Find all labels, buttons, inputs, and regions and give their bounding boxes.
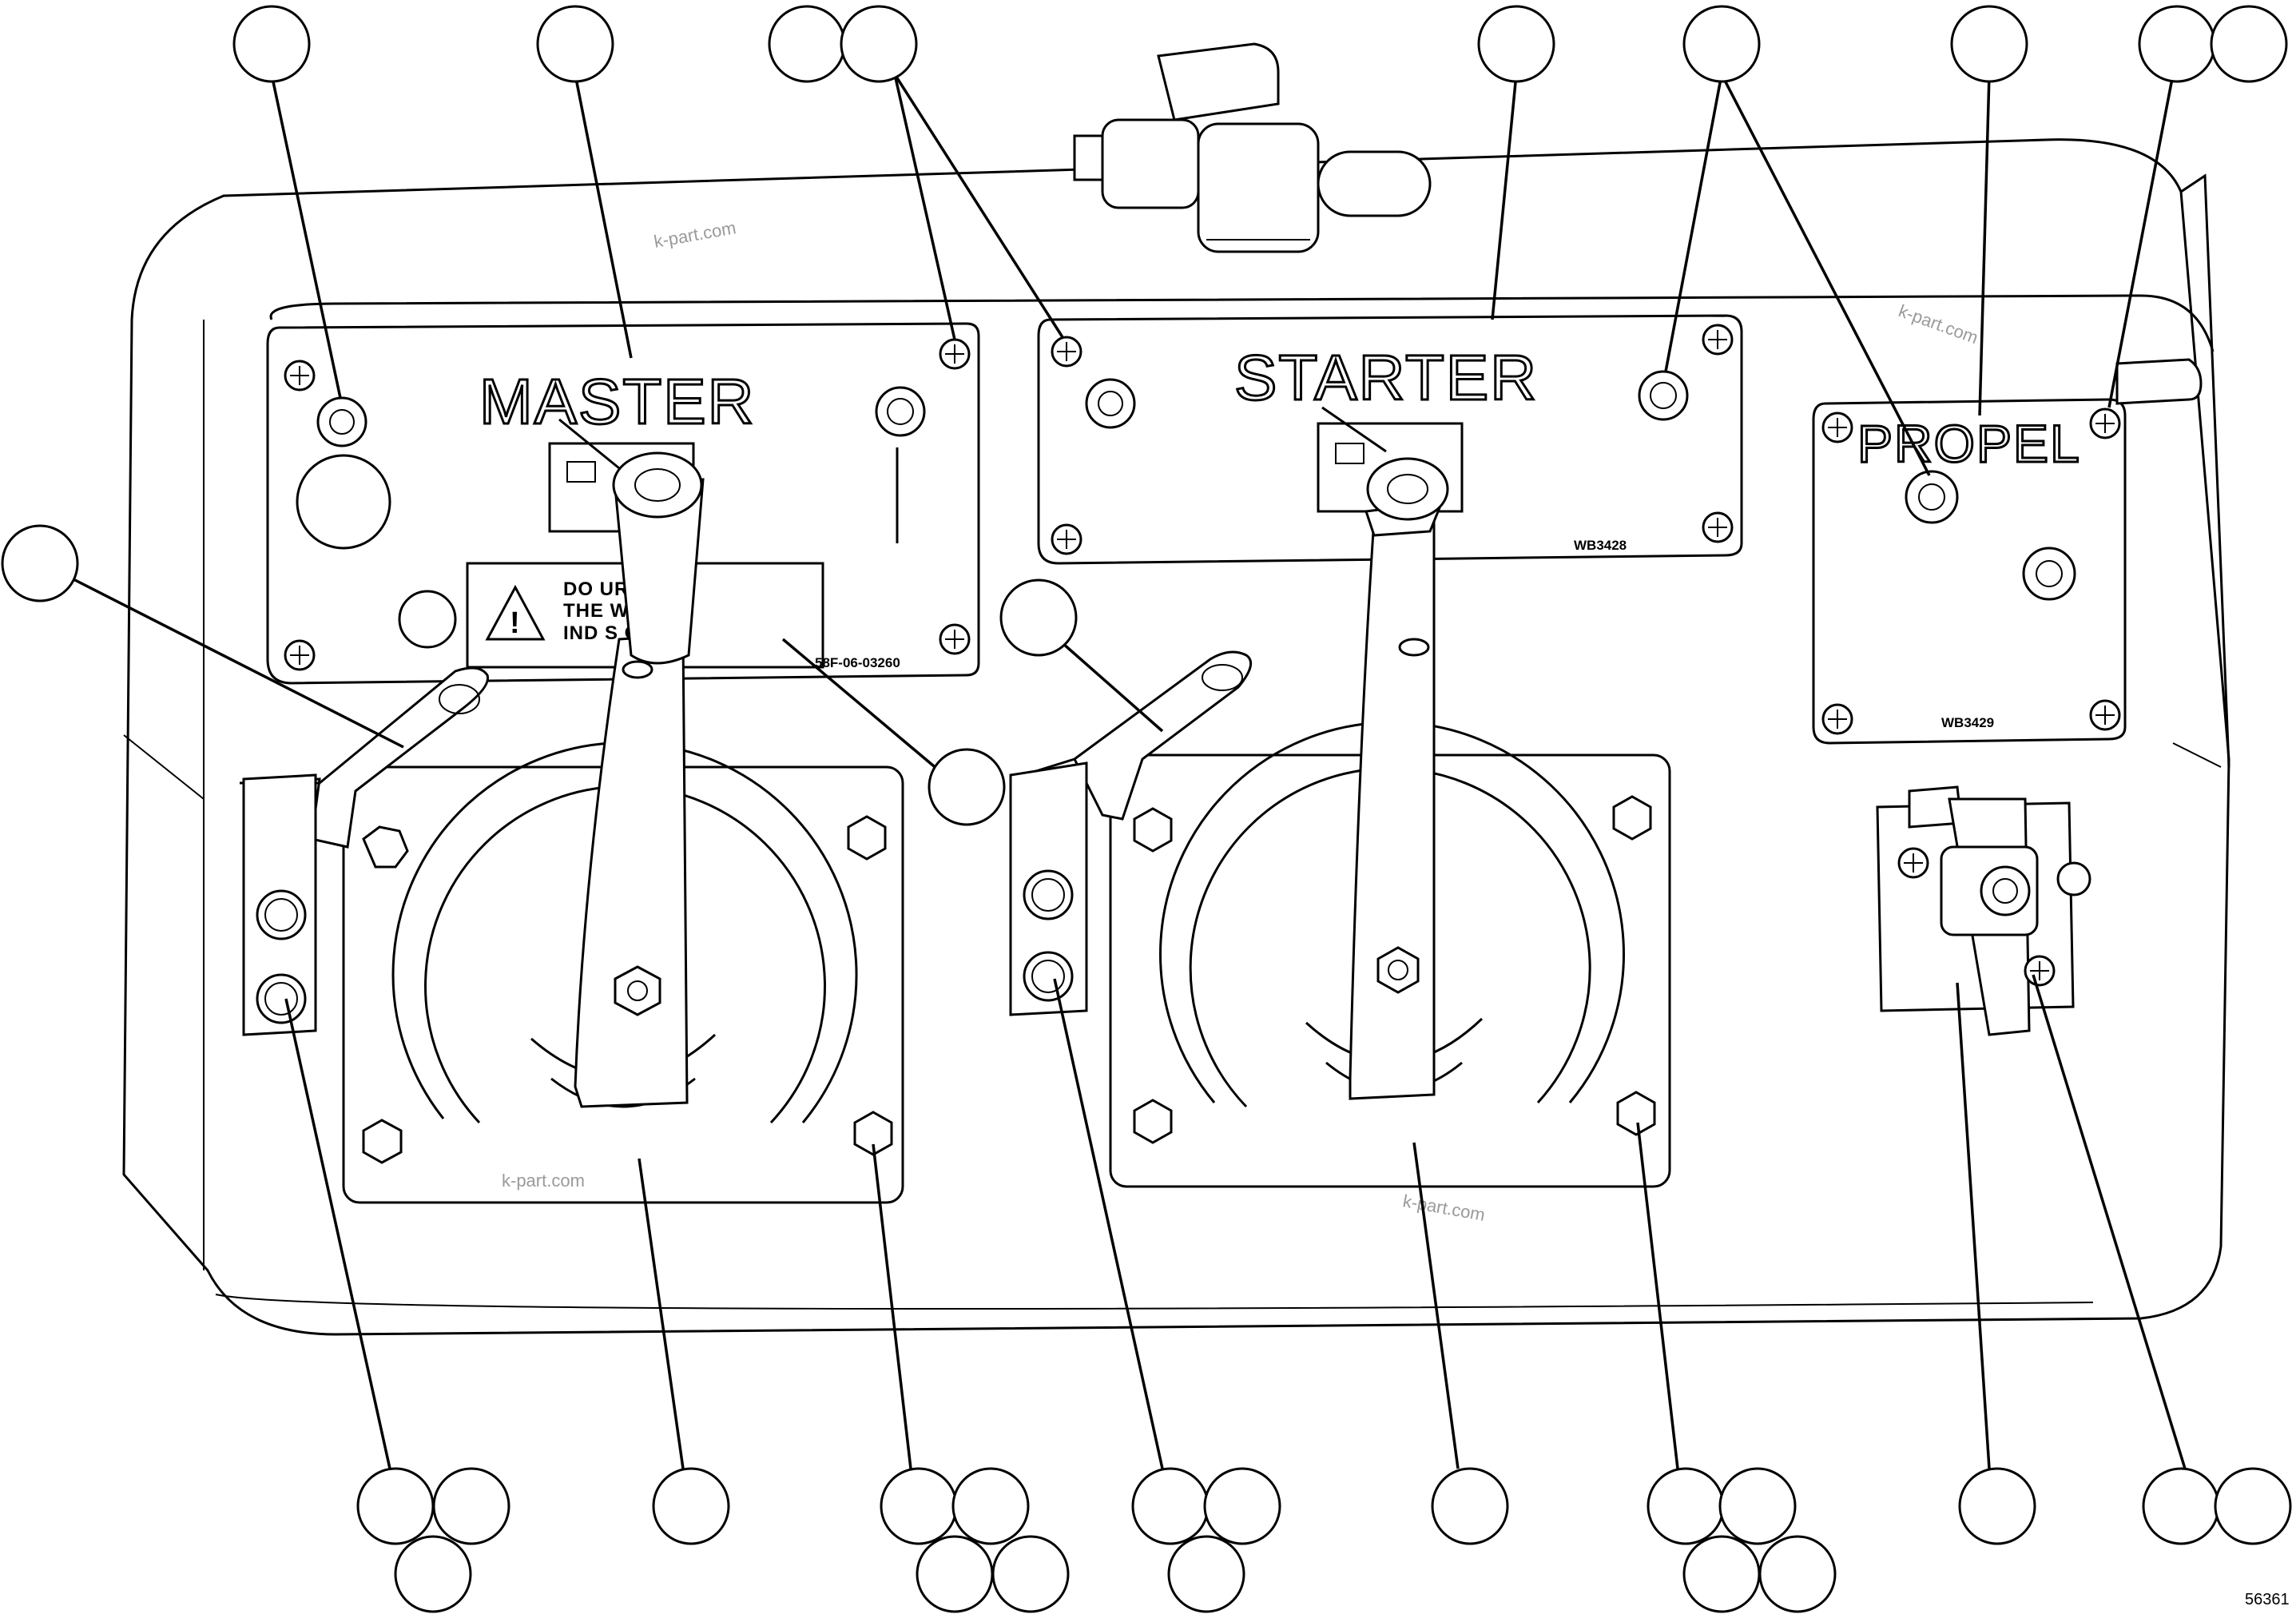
propel-plate: PROPEL WB3429	[1812, 358, 2203, 745]
master-label: MASTER	[479, 366, 755, 437]
callout-bubble	[991, 1535, 1070, 1613]
callout-bubble	[2142, 1467, 2220, 1545]
propel-label: PROPEL	[1857, 414, 2081, 473]
hex-bolt-icon	[614, 965, 661, 1016]
starter-lever-assembly	[1009, 457, 1671, 1188]
callout-bubble	[1431, 1467, 1509, 1545]
key-switch-assembly	[1876, 785, 2091, 1036]
callout-bubble	[1950, 5, 2028, 83]
callout-bubble	[1167, 1535, 1245, 1613]
figure-number: 56361	[2245, 1591, 2290, 1608]
callout-bubble	[1647, 1467, 1725, 1545]
master-decal-part-number: 58F-06-03260	[815, 655, 900, 670]
hex-bolt-icon	[1023, 869, 1074, 920]
hex-bolt-icon	[847, 815, 887, 861]
callout-bubble	[356, 1467, 435, 1545]
callout-bubbles	[1, 5, 2292, 1613]
starter-plate-code: WB3428	[1574, 538, 1627, 553]
screw-icon	[1821, 411, 1853, 443]
callout-bubble	[432, 1467, 510, 1545]
hex-bolt-icon	[256, 973, 307, 1024]
hex-bolt-icon	[256, 889, 307, 940]
callout-bubble	[840, 5, 918, 83]
propel-plate-code: WB3429	[1941, 715, 1994, 730]
callout-bubble	[1758, 1535, 1837, 1613]
watermark: k-part.com	[1896, 300, 1980, 348]
master-lever-assembly	[239, 451, 904, 1204]
starter-label: STARTER	[1234, 342, 1538, 413]
svg-text:!: !	[510, 606, 520, 640]
callout-bubble	[1958, 1467, 2036, 1545]
hex-bolt-icon	[1376, 946, 1420, 994]
callout-bubble	[880, 1467, 958, 1545]
hex-bolt-icon	[1133, 1099, 1173, 1144]
screw-icon	[1051, 336, 1082, 368]
callout-bubble	[2214, 1467, 2292, 1545]
callout-bubble	[1477, 5, 1555, 83]
screw-icon	[1821, 703, 1853, 735]
screw-icon	[1051, 523, 1082, 555]
callout-bubble	[768, 5, 846, 83]
hex-bolt-icon	[1612, 795, 1652, 841]
watermark: k-part.com	[653, 217, 738, 252]
callout-bubble	[1682, 5, 1761, 83]
callout-bubble	[1, 524, 79, 602]
screw-icon	[1702, 511, 1734, 543]
hex-bolt-icon	[362, 825, 409, 869]
callout-bubble	[652, 1467, 730, 1545]
callout-bubble	[394, 1535, 472, 1613]
watermark: k-part.com	[1401, 1191, 1487, 1225]
screw-icon	[2024, 955, 2056, 987]
screw-icon	[284, 639, 316, 671]
screw-icon	[939, 623, 971, 655]
watermark: k-part.com	[502, 1171, 585, 1191]
callout-bubble	[536, 5, 614, 83]
screw-icon	[939, 338, 971, 370]
hex-bolt-icon	[1616, 1091, 1656, 1136]
hex-bolt-icon	[1133, 807, 1173, 853]
leader-lines	[73, 74, 2187, 1469]
callout-bubble	[916, 1535, 994, 1613]
callout-bubble	[1203, 1467, 1281, 1545]
callout-bubble	[1131, 1467, 1210, 1545]
screw-icon	[284, 360, 316, 392]
screw-icon	[2089, 699, 2121, 731]
callout-bubble	[2138, 5, 2216, 83]
hex-bolt-icon	[1023, 951, 1074, 1002]
callout-bubble	[1718, 1467, 1797, 1545]
callout-bubble	[951, 1467, 1030, 1545]
callout-bubble	[2210, 5, 2288, 83]
screw-icon	[1702, 324, 1734, 356]
top-connector	[1073, 42, 1432, 253]
callout-bubble	[928, 748, 1006, 826]
hex-bolt-icon	[853, 1111, 893, 1156]
master-plate: MASTER ! DO URN OFF THE WHILE IND S ON.	[266, 322, 980, 685]
callout-bubble	[999, 578, 1078, 657]
screw-icon	[1897, 847, 1929, 879]
callout-bubble	[1682, 1535, 1761, 1613]
hex-bolt-icon	[362, 1119, 403, 1164]
screw-icon	[2089, 407, 2121, 439]
callout-bubble	[232, 5, 311, 83]
